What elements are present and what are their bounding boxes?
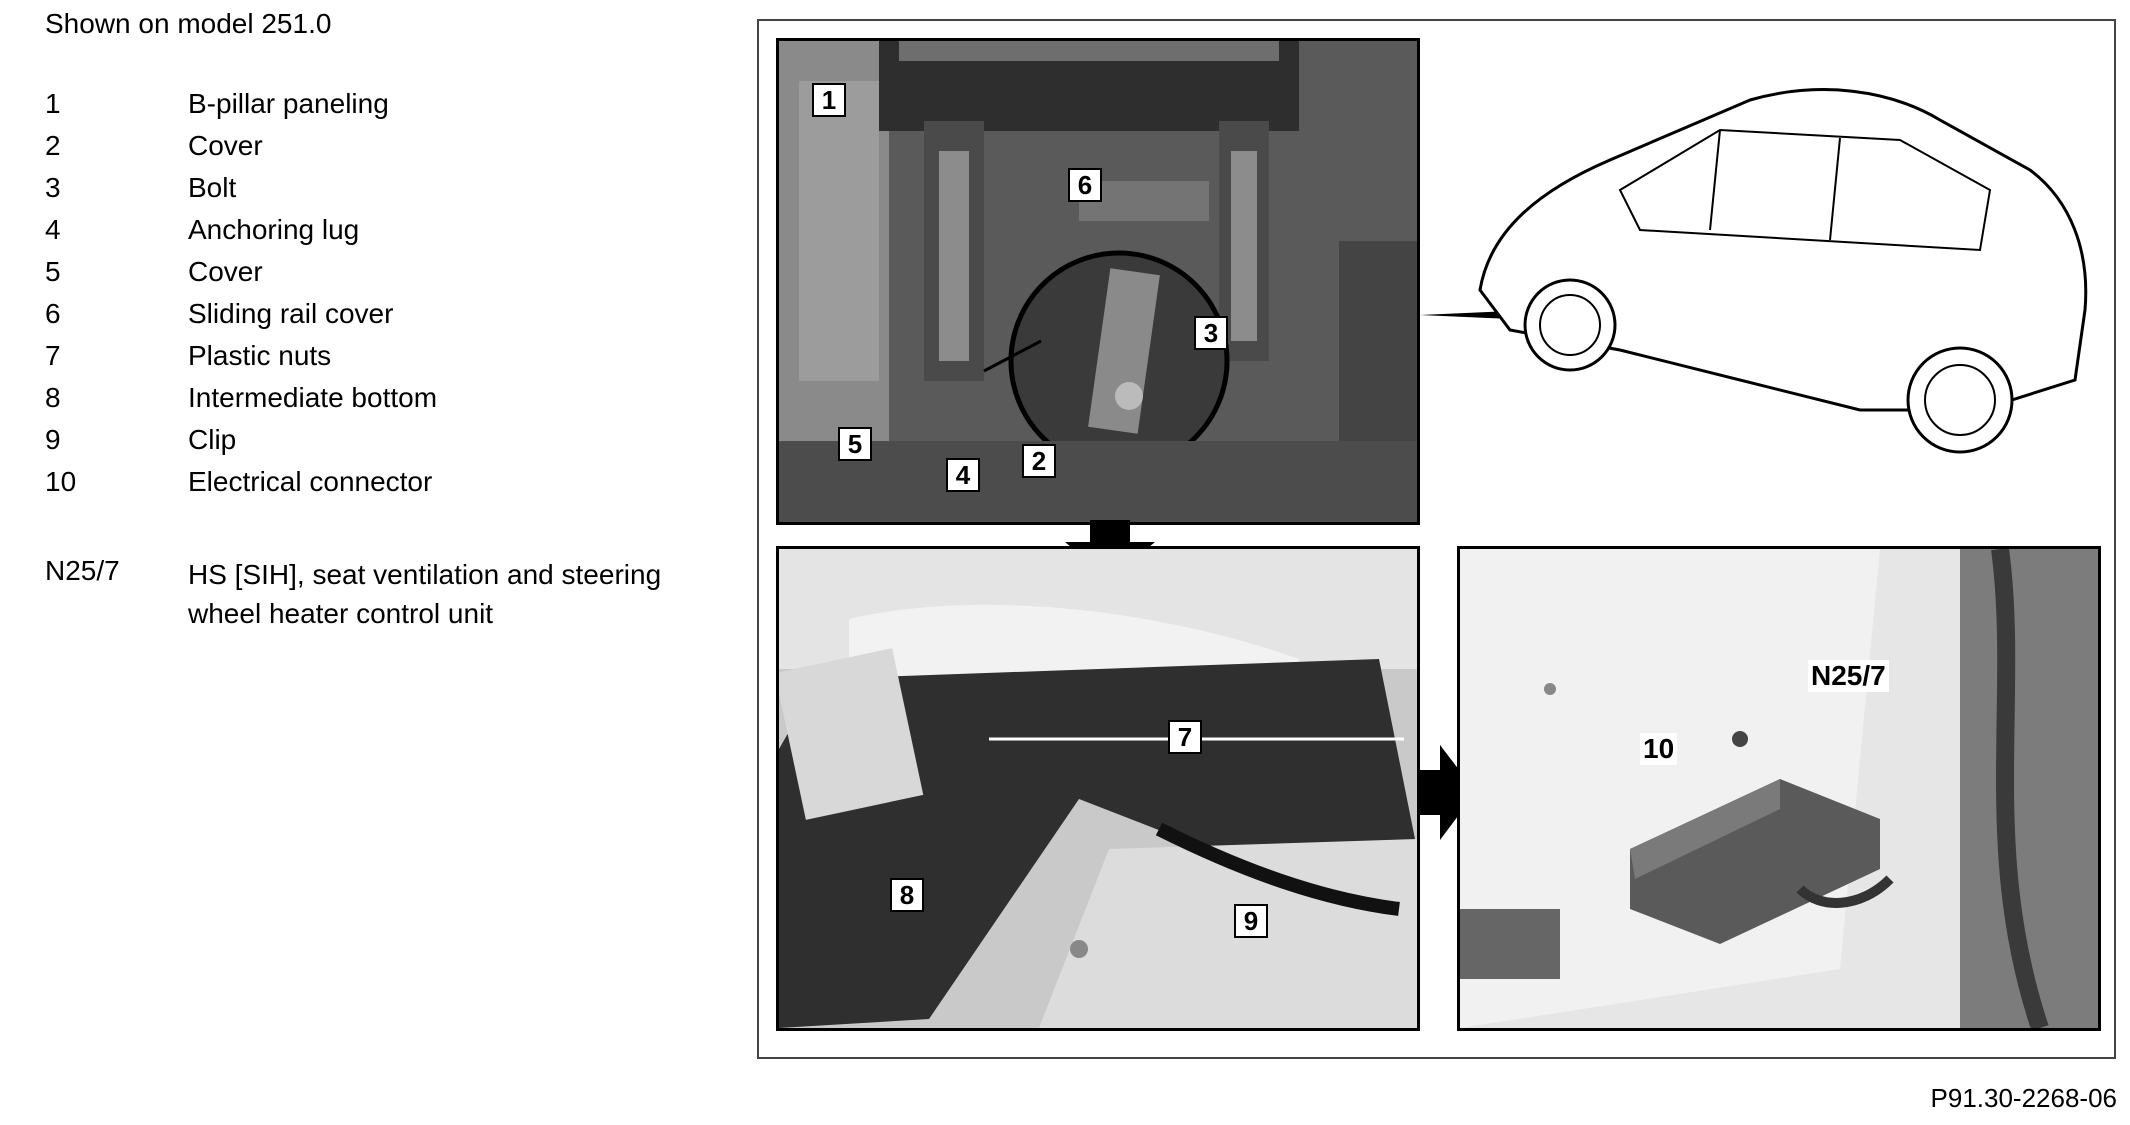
model-note: Shown on model 251.0 bbox=[45, 8, 332, 39]
photo-control-unit bbox=[1457, 546, 2101, 1031]
legend-label: Intermediate bottom bbox=[188, 382, 438, 413]
legend-number: 1 bbox=[45, 88, 61, 119]
seat-rails-illustration bbox=[779, 41, 1417, 522]
figure-reference: P91.30-2268-06 bbox=[1930, 1083, 2117, 1113]
callout-2: 2 bbox=[1022, 444, 1056, 478]
right-arrow-icon bbox=[1418, 745, 1476, 840]
legend-number: 5 bbox=[45, 256, 61, 287]
callout-6: 6 bbox=[1068, 168, 1102, 202]
legend-number: 9 bbox=[45, 424, 61, 455]
legend-label: Clip bbox=[188, 424, 237, 455]
photo-seat-rails bbox=[776, 38, 1420, 525]
legend-label: Cover bbox=[188, 130, 263, 161]
legend-number: 7 bbox=[45, 340, 61, 371]
callout-3: 3 bbox=[1194, 316, 1228, 350]
legend-label: B-pillar paneling bbox=[188, 88, 389, 119]
vehicle-drawing bbox=[1420, 88, 2088, 454]
callout-7: 7 bbox=[1168, 720, 1202, 754]
component-description: HS [SIH], seat ventilation and steering … bbox=[188, 559, 662, 629]
callout-8: 8 bbox=[890, 878, 924, 912]
legend-number: 10 bbox=[45, 466, 77, 497]
legend-number: 2 bbox=[45, 130, 61, 161]
legend-label: Electrical connector bbox=[188, 466, 433, 497]
control-unit-illustration bbox=[1460, 549, 2098, 1028]
photo-intermediate-bottom bbox=[776, 546, 1420, 1031]
callout-5: 5 bbox=[838, 427, 872, 461]
legend-number: 8 bbox=[45, 382, 61, 413]
legend-label: Cover bbox=[188, 256, 263, 287]
intermediate-bottom-illustration bbox=[779, 549, 1417, 1028]
legend-number: 3 bbox=[45, 172, 61, 203]
legend-label: Anchoring lug bbox=[188, 214, 360, 245]
callout-4: 4 bbox=[946, 458, 980, 492]
callout-9: 9 bbox=[1234, 904, 1268, 938]
callout-1: 1 bbox=[812, 83, 846, 117]
figure-frame bbox=[757, 19, 2116, 1059]
legend-label: Plastic nuts bbox=[188, 340, 332, 371]
legend-number: 4 bbox=[45, 214, 61, 245]
component-code: N25/7 bbox=[45, 555, 120, 586]
legend-number: 6 bbox=[45, 298, 61, 329]
callout-10: 10 bbox=[1640, 733, 1678, 765]
legend-label: Bolt bbox=[188, 172, 237, 203]
legend-label: Sliding rail cover bbox=[188, 298, 394, 329]
callout-n25-7: N25/7 bbox=[1808, 660, 1889, 692]
